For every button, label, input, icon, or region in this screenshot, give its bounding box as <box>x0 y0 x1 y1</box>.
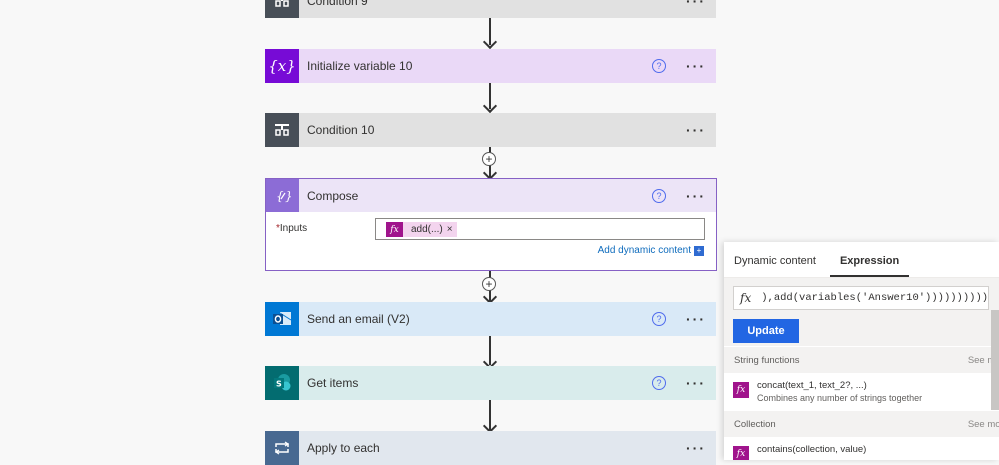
outlook-icon <box>265 302 299 336</box>
step-get-items[interactable]: S Get items ? ··· <box>265 366 716 400</box>
add-dynamic-content-link[interactable]: Add dynamic content <box>597 245 691 256</box>
insert-step-button[interactable]: + <box>482 277 496 291</box>
connector-arrow <box>489 400 491 430</box>
see-more-link[interactable]: See more <box>967 354 999 366</box>
expression-panel: Dynamic content Expression fx ),add(vari… <box>724 242 999 460</box>
more-options-button[interactable]: ··· <box>686 0 706 9</box>
fx-icon: fx <box>386 222 403 237</box>
step-title: Get items <box>307 376 359 390</box>
condition-icon <box>265 0 299 18</box>
step-apply-to-each[interactable]: Apply to each ··· <box>265 431 716 465</box>
connector-arrow <box>489 83 491 109</box>
step-title: Compose <box>307 188 359 203</box>
help-icon[interactable]: ? <box>652 312 666 326</box>
more-options-button[interactable]: ··· <box>686 375 706 391</box>
function-description: Combines any number of strings together <box>757 393 923 403</box>
step-send-email[interactable]: Send an email (V2) ? ··· <box>265 302 716 336</box>
fx-icon: fx <box>733 446 749 460</box>
condition-icon <box>265 113 299 147</box>
token-label: add(...) <box>411 224 443 235</box>
step-condition-10[interactable]: Condition 10 ··· <box>265 113 716 147</box>
step-title: Apply to each <box>307 441 380 455</box>
more-options-button[interactable]: ··· <box>686 187 706 204</box>
step-condition-9[interactable]: Condition 9 ··· <box>265 0 716 18</box>
panel-tabs: Dynamic content Expression <box>724 242 999 278</box>
svg-text:}: } <box>285 189 291 203</box>
more-options-button[interactable]: ··· <box>686 58 706 74</box>
step-title: Condition 9 <box>307 0 368 8</box>
section-title: Collection <box>734 418 776 430</box>
fx-icon: fx <box>740 291 752 305</box>
help-icon[interactable]: ? <box>652 59 666 73</box>
step-title: Condition 10 <box>307 123 375 137</box>
variable-icon: {x} <box>265 49 299 83</box>
tab-dynamic-content[interactable]: Dynamic content <box>734 255 816 267</box>
function-item-concat[interactable]: fx concat(text_1, text_2?, ...) Combines… <box>724 374 999 408</box>
expression-text: ),add(variables('Answer10'))))))))))) <box>761 292 989 304</box>
add-dynamic-content-icon[interactable]: + <box>694 246 704 256</box>
loop-icon <box>265 431 299 465</box>
see-more-link[interactable]: See more <box>967 418 999 430</box>
step-title: Send an email (V2) <box>307 312 410 326</box>
svg-text:{: { <box>276 189 284 203</box>
section-string-functions: String functions See more <box>724 347 999 373</box>
required-mark: * <box>276 223 280 234</box>
more-options-button[interactable]: ··· <box>686 440 706 456</box>
step-compose[interactable]: {} Compose ? ··· *Inputs fx add(...) × A… <box>265 178 717 271</box>
update-button[interactable]: Update <box>733 319 799 343</box>
section-collection: Collection See more <box>724 411 999 437</box>
arrowhead <box>482 98 498 114</box>
connector-arrow <box>489 336 491 365</box>
step-initialize-variable-10[interactable]: {x} Initialize variable 10 ? ··· <box>265 49 716 83</box>
tab-expression[interactable]: Expression <box>829 255 910 277</box>
function-name: contains(collection, value) <box>757 444 867 455</box>
help-icon[interactable]: ? <box>652 376 666 390</box>
expression-input[interactable]: fx ),add(variables('Answer10'))))))))))) <box>733 286 989 310</box>
inputs-label: *Inputs <box>276 223 307 234</box>
step-title: Initialize variable 10 <box>307 59 413 73</box>
insert-step-button[interactable]: + <box>482 152 496 166</box>
token-remove-button[interactable]: × <box>446 224 453 235</box>
more-options-button[interactable]: ··· <box>686 311 706 327</box>
fx-icon: fx <box>733 382 749 398</box>
panel-scrollbar[interactable] <box>991 310 999 410</box>
help-icon[interactable]: ? <box>652 188 666 203</box>
more-options-button[interactable]: ··· <box>686 122 706 138</box>
connector-arrow <box>489 18 491 45</box>
inputs-field[interactable]: fx add(...) × <box>375 218 705 240</box>
inputs-label-text: Inputs <box>279 223 308 234</box>
function-name: concat(text_1, text_2?, ...) <box>757 380 867 391</box>
arrowhead <box>482 34 498 50</box>
svg-text:S: S <box>276 380 282 389</box>
function-item-contains[interactable]: fx contains(collection, value) <box>724 438 999 460</box>
expression-token[interactable]: fx add(...) × <box>386 222 457 237</box>
sharepoint-icon: S <box>265 366 299 400</box>
compose-header[interactable]: {} Compose ? ··· <box>266 179 716 212</box>
section-title: String functions <box>734 354 800 366</box>
compose-icon: {} <box>266 179 299 212</box>
expression-editor-area: fx ),add(variables('Answer10')))))))))))… <box>724 278 999 346</box>
